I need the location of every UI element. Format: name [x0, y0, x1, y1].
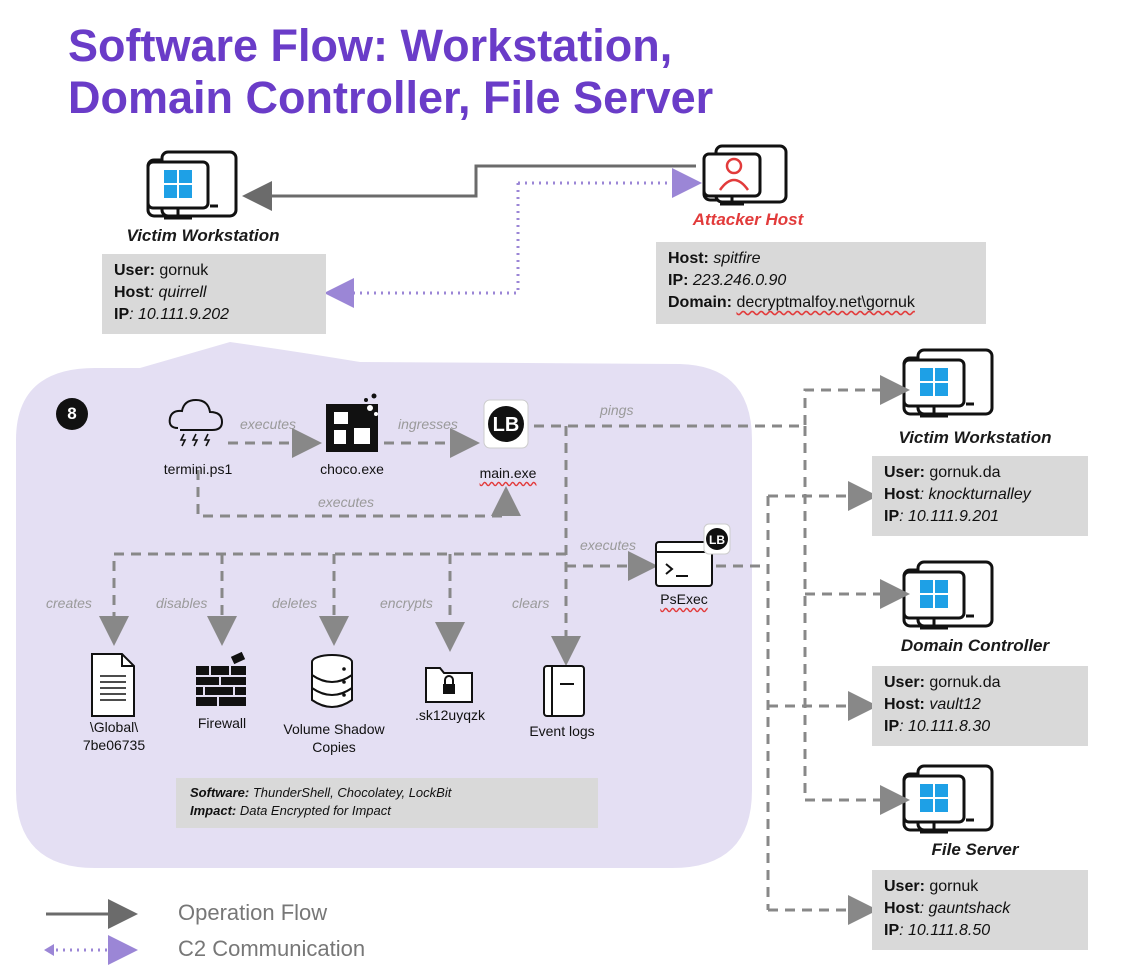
- edge-label-executes-1: executes: [240, 416, 297, 432]
- database-icon: [311, 654, 353, 708]
- main-label: main.exe: [479, 465, 537, 481]
- user-value: gornuk: [159, 262, 209, 279]
- page-title: Software Flow: Workstation, Domain Contr…: [68, 20, 968, 124]
- psexec-label: PsExec: [660, 591, 708, 607]
- edge-label-clears: clears: [512, 595, 550, 611]
- victim-top-info-box: User: gornuk Host: quirrell IP: 10.111.9…: [102, 254, 326, 334]
- right-host-3-title: File Server: [931, 840, 1019, 859]
- domain-controller-icon: [902, 560, 994, 630]
- impact-key: Impact:: [190, 803, 237, 818]
- svg-text:LB: LB: [709, 533, 725, 547]
- step-number-badge: 8: [56, 398, 88, 430]
- right-host-2-title: Domain Controller: [900, 636, 1050, 655]
- edge-label-ingresses: ingresses: [398, 416, 458, 432]
- title-line-2: Domain Controller, File Server: [68, 72, 714, 123]
- legend-c2-back-arrow: [44, 944, 54, 956]
- attacker-host-value: spitfire: [713, 250, 761, 267]
- edge-termini-main: [196, 470, 521, 518]
- attacker-host-icon: [702, 144, 788, 206]
- choco-label: choco.exe: [320, 461, 384, 477]
- edge-label-creates: creates: [46, 595, 92, 611]
- legend-c2-communication: C2 Communication: [178, 936, 366, 961]
- step-panel: [16, 342, 752, 868]
- edge-label-executes-2: executes: [318, 494, 375, 510]
- title-line-1: Software Flow: Workstation,: [68, 20, 673, 71]
- global-label: \Global\ 7be06735: [82, 719, 146, 753]
- edge-label-disables: disables: [156, 595, 208, 611]
- eventlogs-label: Event logs: [529, 723, 595, 739]
- attacker-ip-value: 223.246.0.90: [692, 272, 787, 289]
- attacker-host-title: Attacker Host: [692, 210, 804, 229]
- termini-label: termini.ps1: [163, 461, 233, 477]
- c2-flow-top-return: [324, 183, 520, 308]
- edge-label-executes-3: executes: [580, 537, 637, 553]
- legend-operation-flow: Operation Flow: [178, 900, 328, 925]
- victim-workstation-top-title: Victim Workstation: [126, 226, 280, 245]
- svg-text:LB: LB: [493, 414, 520, 436]
- edge-actions-bus: [99, 552, 566, 646]
- attacker-domain-key: Domain:: [668, 294, 732, 311]
- impact-value: Data Encrypted for Impact: [239, 803, 391, 818]
- vss-label: Volume Shadow Copies: [283, 721, 385, 755]
- attacker-info-box: Host: spitfire IP: 223.246.0.90 Domain: …: [656, 242, 986, 324]
- ip-value: 10.111.9.202: [138, 306, 230, 323]
- right-host-2-info-box: User: gornuk.da Host: vault12 IP: 10.111…: [872, 666, 1088, 746]
- host-value: quirrell: [158, 284, 207, 301]
- victim-workstation-right-icon: [902, 348, 994, 418]
- firewall-icon: [196, 651, 246, 706]
- software-value: ThunderShell, Chocolatey, LockBit: [252, 785, 452, 800]
- cloud-script-icon: [168, 398, 224, 447]
- file-server-icon: [902, 764, 994, 834]
- psexec-icon: LB: [655, 523, 731, 587]
- attacker-ip-key: IP:: [668, 272, 689, 289]
- edge-label-encrypts: encrypts: [380, 595, 433, 611]
- lockbit-main-icon: LB: [483, 399, 529, 449]
- edge-label-pings: pings: [600, 402, 634, 418]
- ip-key: IP: [114, 306, 130, 323]
- attacker-host-key: Host:: [668, 250, 709, 267]
- user-key: User:: [114, 262, 155, 279]
- locked-folder-icon: [425, 667, 473, 703]
- software-key: Software:: [190, 785, 250, 800]
- edge-label-deletes: deletes: [272, 595, 318, 611]
- right-host-3-info-box: User: gornuk Host: gauntshack IP: 10.111…: [872, 870, 1088, 950]
- attacker-domain-value: decryptmalfoy.net\gornuk: [736, 294, 915, 311]
- choco-icon: [326, 393, 378, 452]
- operation-flow-top: [242, 164, 696, 211]
- document-icon: [91, 653, 135, 717]
- edge-main-pings: [534, 375, 910, 428]
- right-host-1-info-box: User: gornuk.da Host: knockturnalley IP:…: [872, 456, 1088, 536]
- host-key: Host: [114, 284, 150, 301]
- sk-label: .sk12uyqzk: [414, 707, 486, 723]
- event-log-icon: [543, 665, 585, 717]
- firewall-label: Firewall: [197, 715, 247, 731]
- victim-workstation-top-icon: [146, 150, 238, 220]
- right-host-1-title: Victim Workstation: [898, 428, 1052, 447]
- software-impact-box: Software: ThunderShell, Chocolatey, Lock…: [176, 778, 598, 828]
